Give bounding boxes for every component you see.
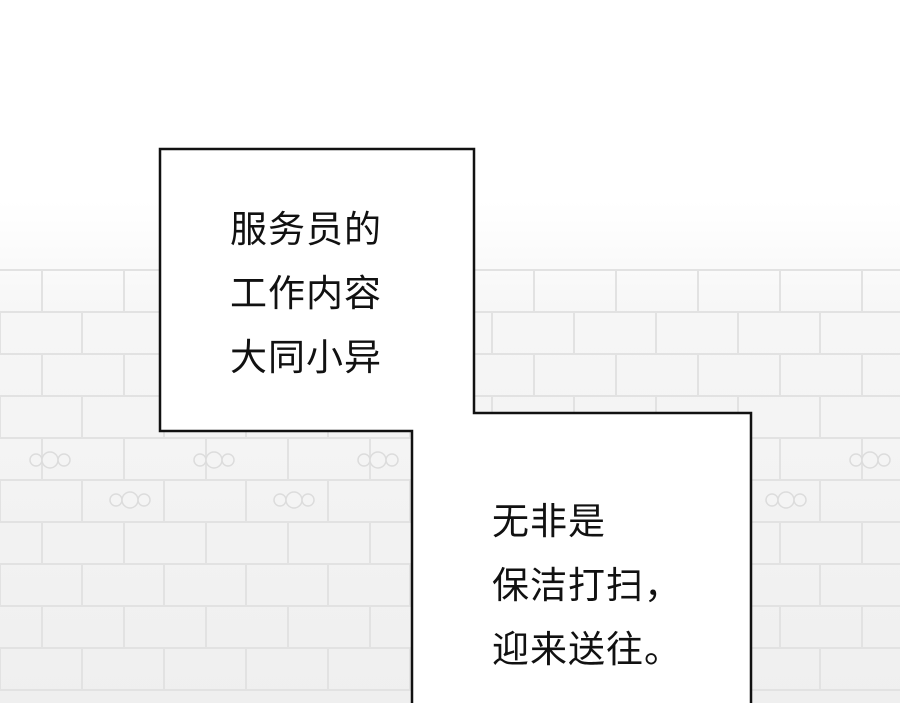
caption-line: 大同小异	[230, 336, 382, 379]
tile-ornament	[385, 453, 399, 467]
caption-line: 保洁打扫，	[492, 564, 682, 607]
caption-line: 服务员的	[230, 208, 382, 251]
tile-ornament	[301, 493, 315, 507]
panel-outline	[158, 147, 753, 703]
caption-line: 无非是	[492, 500, 606, 543]
tile-ornament	[137, 493, 151, 507]
tile-ornament	[57, 453, 71, 467]
tile-ornament	[221, 453, 235, 467]
tile-ornament	[877, 453, 891, 467]
caption-block-bottom: 无非是 保洁打扫， 迎来送往。	[492, 490, 682, 682]
caption-line: 迎来送往。	[492, 628, 682, 671]
caption-line: 工作内容	[230, 272, 382, 315]
tile-ornament	[793, 493, 807, 507]
caption-block-top: 服务员的 工作内容 大同小异	[230, 198, 382, 390]
